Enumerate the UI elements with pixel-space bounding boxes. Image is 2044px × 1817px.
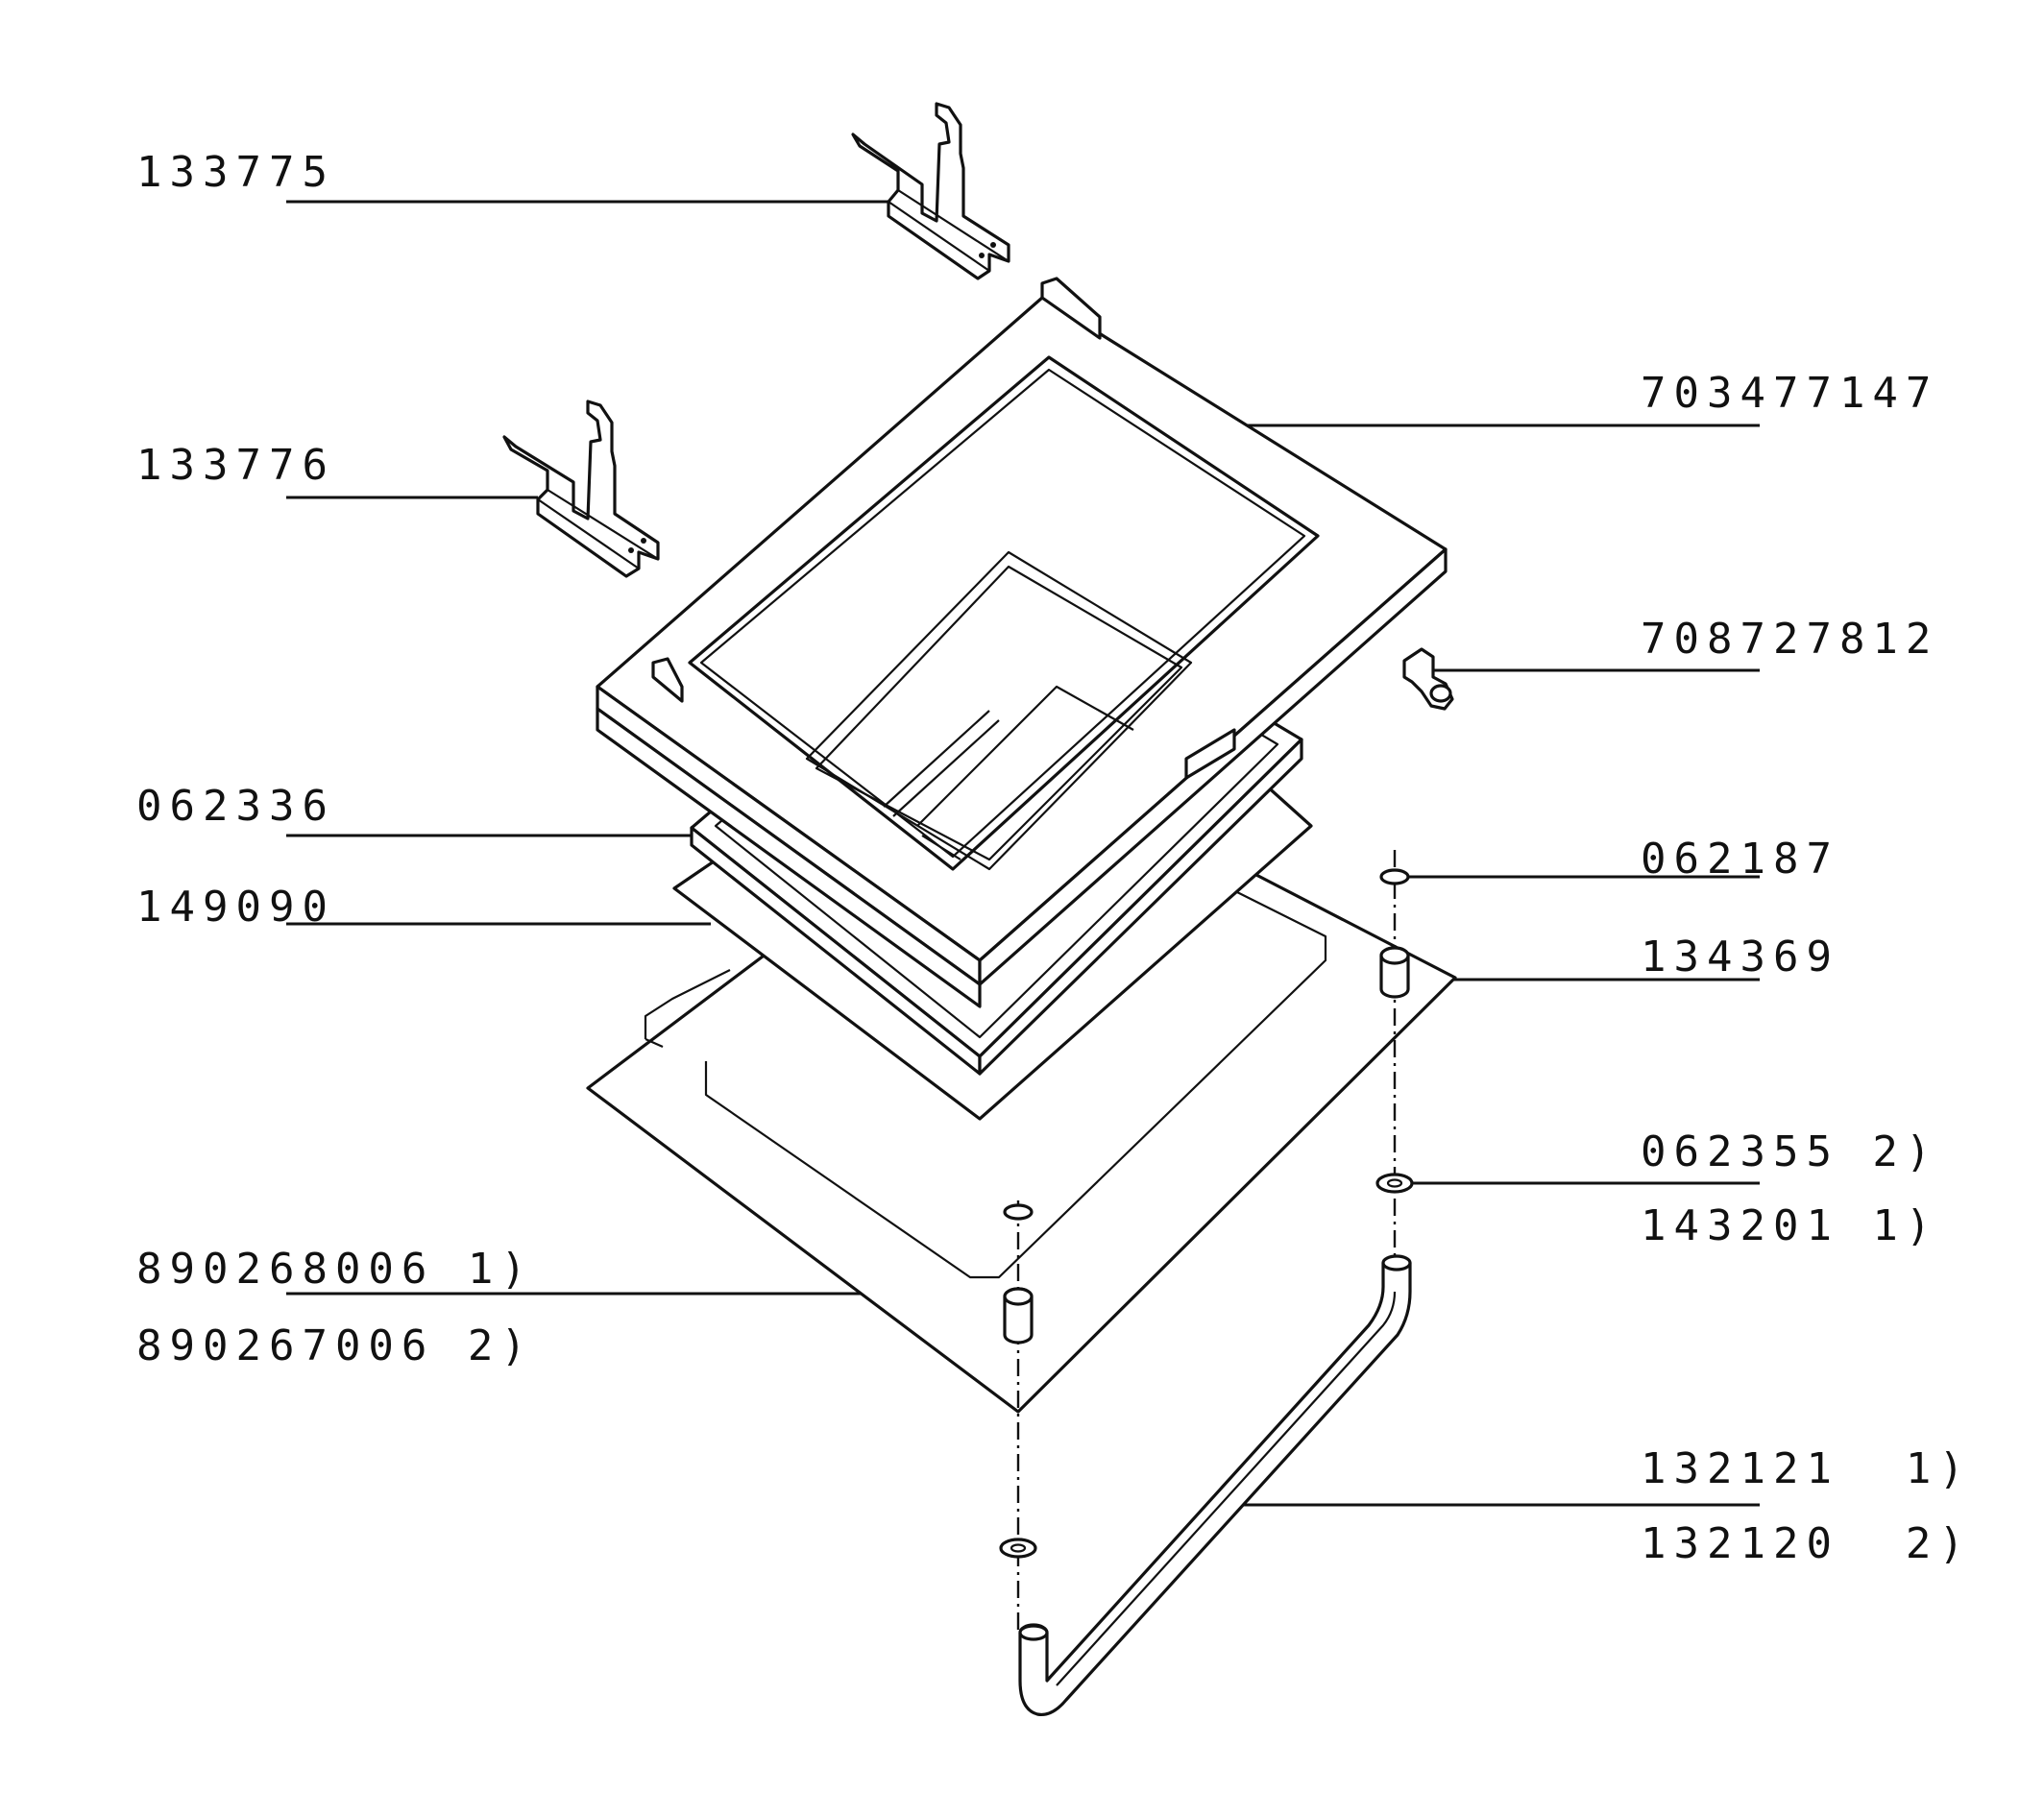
label-149090: 149090 <box>136 883 335 932</box>
label-133775: 133775 <box>136 148 335 197</box>
label-708727812: 708727812 <box>1641 615 1939 664</box>
label-890268006: 890268006 1) <box>136 1245 534 1294</box>
hinge-133776 <box>502 400 660 578</box>
label-133776: 133776 <box>136 441 335 490</box>
left-mounting-hardware <box>999 1200 1037 1633</box>
catch-708727812 <box>1402 647 1454 711</box>
label-062187: 062187 <box>1641 835 1839 884</box>
handle-132121 <box>1018 1254 1412 1717</box>
hinge-133775 <box>851 102 1010 280</box>
label-062355: 062355 2) <box>1641 1127 1939 1176</box>
door-frame <box>596 277 1448 1008</box>
label-134369: 134369 <box>1641 933 1839 981</box>
label-890267006: 890267006 2) <box>136 1321 534 1370</box>
leader-lines <box>286 200 1760 1507</box>
label-703477147: 703477147 <box>1641 369 1939 418</box>
label-062336: 062336 <box>136 782 335 831</box>
right-mounting-hardware <box>1375 850 1414 1268</box>
label-132120: 132120 2) <box>1641 1519 1972 1568</box>
washer-062355 <box>1375 1173 1414 1194</box>
washer-062187 <box>1379 868 1410 885</box>
label-143201: 143201 1) <box>1641 1201 1939 1250</box>
label-132121: 132121 1) <box>1641 1444 1972 1493</box>
